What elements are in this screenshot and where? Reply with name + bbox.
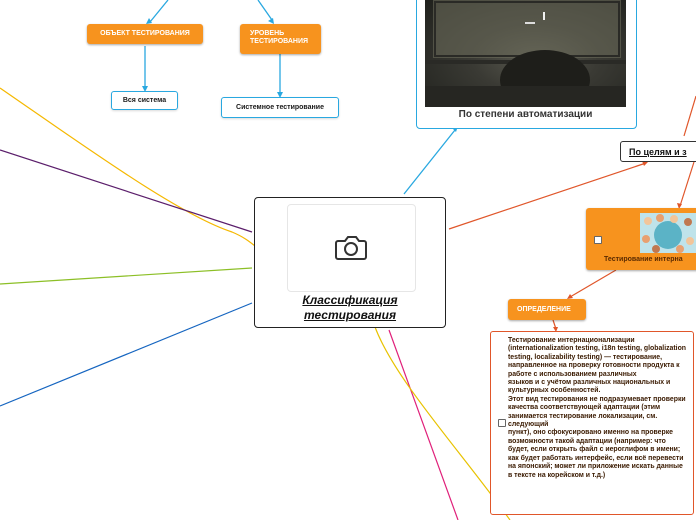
branch-purple xyxy=(0,149,253,233)
connector-to-test-level xyxy=(257,0,273,21)
globe-people-icon xyxy=(640,213,696,253)
node-system-testing[interactable]: Системное тестирование xyxy=(221,97,339,118)
arrow-test-object xyxy=(146,18,152,24)
node-test-object[interactable]: ОБЪЕКТ ТЕСТИРОВАНИЯ xyxy=(87,24,203,44)
node-test-level-label: УРОВЕНЬ ТЕСТИРОВАНИЯ xyxy=(250,30,309,45)
arrow-definition-label xyxy=(567,294,573,299)
definition-checkbox[interactable] xyxy=(498,419,506,427)
arrow-goals xyxy=(642,161,648,166)
branch-green xyxy=(0,267,253,285)
connector-goals-to-intl xyxy=(679,161,695,207)
arrow-system-testing xyxy=(277,92,283,98)
arrow-whole-system xyxy=(142,86,148,92)
branch-dark-blue xyxy=(0,302,253,407)
connector-center-to-automation xyxy=(403,129,456,195)
node-test-object-label: ОБЪЕКТ ТЕСТИРОВАНИЯ xyxy=(100,30,190,37)
connector-center-to-goals xyxy=(448,162,647,230)
node-by-goals[interactable]: По целям и з xyxy=(620,141,696,162)
automation-caption: По степени автоматизации xyxy=(458,109,593,120)
branch-magenta xyxy=(388,329,459,520)
node-test-level[interactable]: УРОВЕНЬ ТЕСТИРОВАНИЯ xyxy=(240,24,321,54)
branch-yellow xyxy=(0,87,256,247)
central-topic[interactable]: Классификация тестирования xyxy=(254,197,446,328)
node-definition[interactable] xyxy=(490,331,694,515)
node-whole-system-label: Вся система xyxy=(122,97,167,104)
arrow-intl xyxy=(677,203,682,209)
image-placeholder[interactable] xyxy=(287,204,416,292)
node-system-testing-label: Системное тестирование xyxy=(236,104,324,111)
node-definition-label[interactable]: ОПРЕДЕЛЕНИЕ xyxy=(508,299,586,320)
definition-text: Тестирование интернационализации (intern… xyxy=(508,337,687,479)
automation-photo xyxy=(425,0,626,110)
connector-goals-up xyxy=(683,95,696,137)
connector-intl-to-definition-label xyxy=(569,269,617,298)
intl-checkbox[interactable] xyxy=(594,236,602,244)
arrow-test-level xyxy=(268,18,274,24)
photo-illustration xyxy=(425,0,626,110)
connector-to-test-object xyxy=(149,0,169,23)
arrow-definition xyxy=(553,327,558,332)
node-whole-system[interactable]: Вся система xyxy=(111,91,178,110)
node-by-goals-label: По целям и з xyxy=(629,147,687,157)
central-topic-title: Классификация тестирования xyxy=(302,293,398,322)
definition-label-text: ОПРЕДЕЛЕНИЕ xyxy=(517,306,571,313)
node-internationalization-label: Тестирование интерна xyxy=(604,256,683,263)
camera-icon xyxy=(335,236,367,260)
